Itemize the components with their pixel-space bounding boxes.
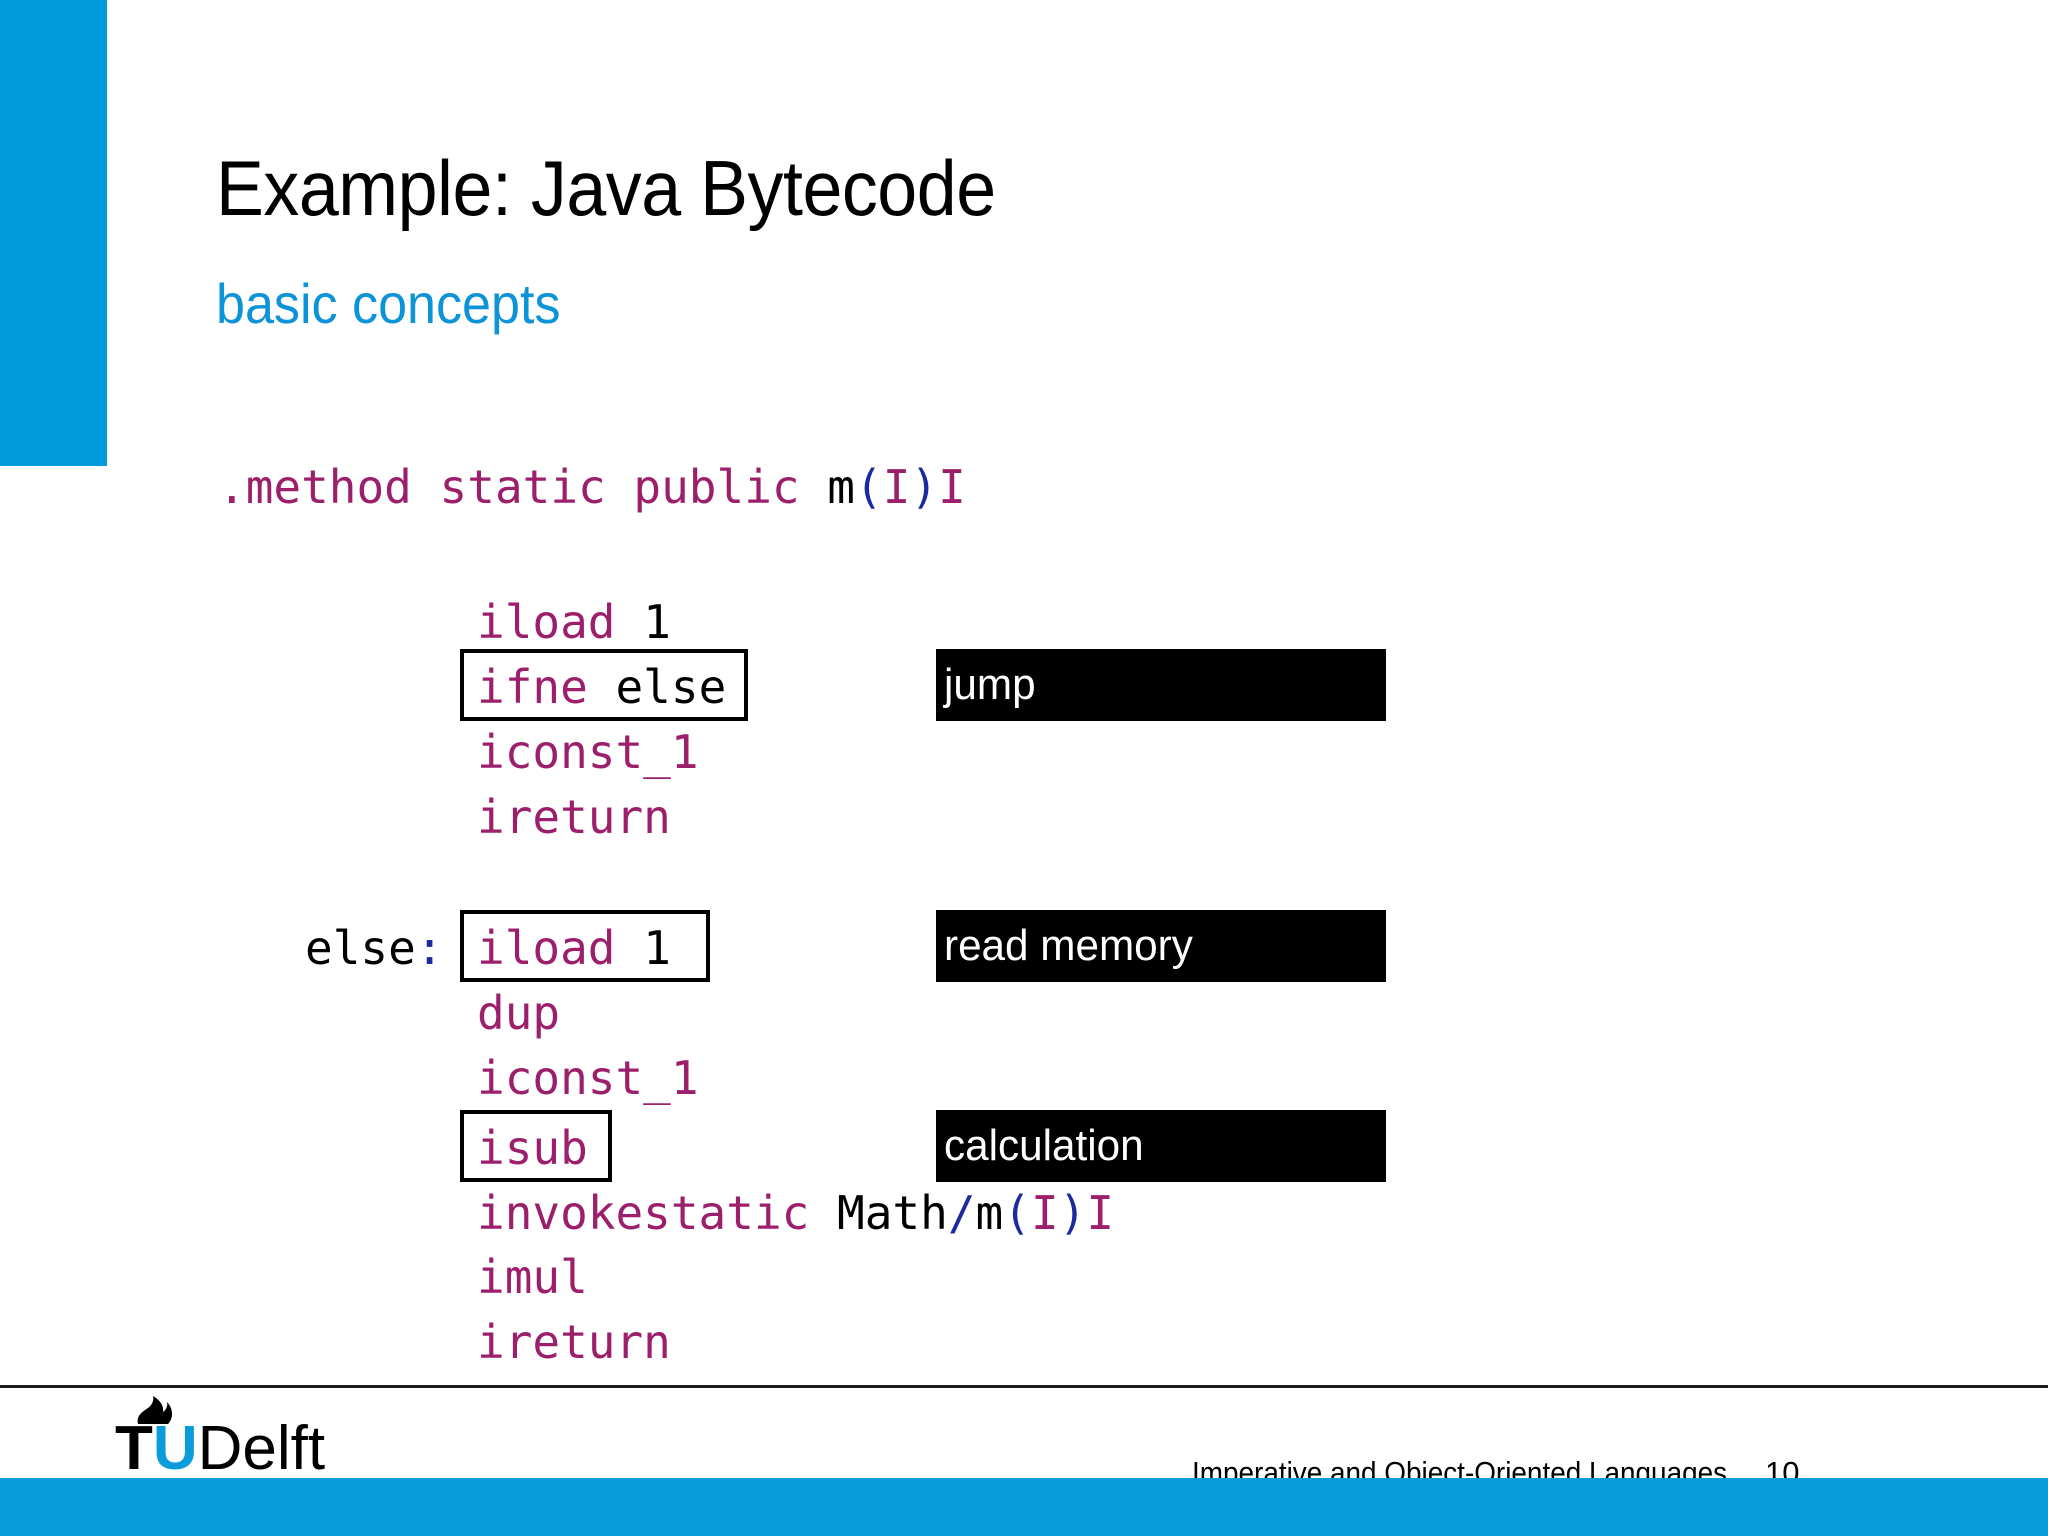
page-title: Example: Java Bytecode (216, 144, 996, 232)
code-line-imul: imul (477, 1245, 588, 1309)
method-close-paren: ) (910, 460, 939, 514)
annotation-read-memory-label: read memory (944, 921, 1193, 970)
code-label-else: else: (305, 916, 443, 980)
code-line-iload-1: iload 1 (477, 590, 671, 654)
opcode-iload: iload (477, 595, 616, 649)
footer-divider (0, 1385, 2048, 1388)
else-label-colon: : (415, 921, 444, 975)
opcode-iconst-1-b: iconst_1 (477, 1051, 699, 1105)
operand-1-b: 1 (643, 921, 671, 975)
logo-letter-u: U (152, 1414, 198, 1483)
method-open-paren: ( (854, 460, 883, 514)
code-line-dup: dup (477, 981, 560, 1045)
code-line-method-signature: .method static public m(I)I (218, 455, 966, 519)
code-line-iload-1-b: iload 1 (477, 916, 671, 980)
highlight-box-iload (460, 910, 710, 982)
code-line-ireturn-a: ireturn (477, 785, 671, 849)
annotation-jump-label: jump (944, 660, 1036, 709)
opcode-imul: imul (477, 1250, 588, 1304)
opcode-dup: dup (477, 986, 561, 1040)
invokestatic-open-paren: ( (1003, 1186, 1031, 1240)
opcode-ifne: ifne (477, 660, 588, 714)
code-line-ifne-else: ifne else (477, 655, 726, 719)
method-arg-type: I (882, 460, 911, 514)
opcode-iconst-1: iconst_1 (477, 725, 699, 779)
tu-delft-logo: TUDelft (115, 1396, 355, 1486)
invokestatic-return-type: I (1086, 1186, 1115, 1240)
bottom-accent-bar (0, 1478, 2048, 1536)
accent-bar-left (0, 0, 107, 466)
annotation-read-memory: read memory (936, 910, 1386, 982)
opcode-iload-b: iload (477, 921, 616, 975)
opcode-invokestatic: invokestatic (477, 1186, 810, 1240)
method-name: m (827, 460, 855, 514)
invokestatic-close-paren: ) (1058, 1186, 1087, 1240)
opcode-isub: isub (477, 1121, 588, 1175)
code-line-ireturn-b: ireturn (477, 1310, 671, 1374)
operand-else: else (615, 660, 727, 714)
else-label-word: else (305, 921, 416, 975)
code-line-invokestatic: invokestatic Math/m(I)I (477, 1181, 1114, 1245)
code-line-isub: isub (477, 1116, 588, 1180)
method-return-type: I (938, 460, 966, 514)
opcode-ireturn-b: ireturn (477, 1315, 671, 1369)
logo-word-delft: Delft (197, 1414, 326, 1483)
invokestatic-class: Math (837, 1186, 948, 1240)
invokestatic-method: m (975, 1186, 1004, 1240)
highlight-box-ifne (460, 649, 748, 721)
code-line-iconst-1-a: iconst_1 (477, 720, 699, 784)
flame-icon (137, 1396, 173, 1424)
code-line-iconst-1-b: iconst_1 (477, 1046, 699, 1110)
page-subtitle: basic concepts (216, 272, 561, 335)
annotation-calculation: calculation (936, 1110, 1386, 1182)
annotation-calculation-label: calculation (944, 1121, 1144, 1170)
method-directive: .method static public (218, 460, 828, 514)
invokestatic-slash: / (947, 1186, 976, 1240)
operand-1: 1 (643, 595, 671, 649)
opcode-ireturn: ireturn (477, 790, 671, 844)
highlight-box-isub (460, 1110, 612, 1182)
logo-letter-t: T (115, 1414, 153, 1483)
annotation-jump: jump (936, 649, 1386, 721)
tu-delft-wordmark: TUDelft (115, 1418, 325, 1480)
invokestatic-arg-type: I (1030, 1186, 1059, 1240)
